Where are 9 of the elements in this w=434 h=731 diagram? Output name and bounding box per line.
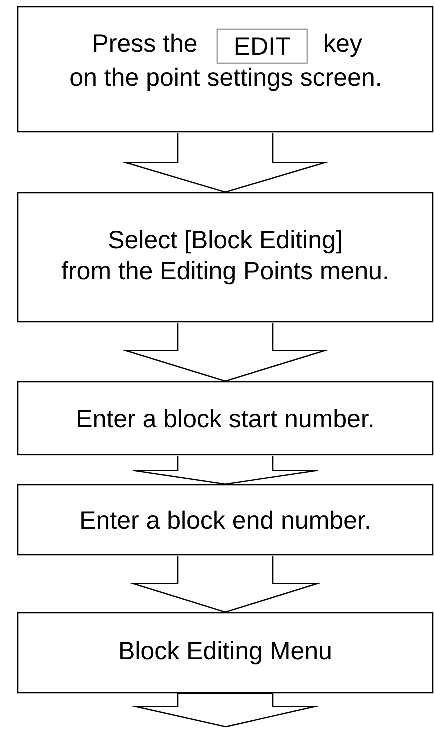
block-arrow — [128, 556, 322, 614]
block-arrow — [121, 322, 330, 382]
step-box: Select [Block Editing] from the Editing Points menu. — [17, 192, 434, 323]
block-arrow — [132, 456, 319, 486]
block-arrow — [121, 132, 330, 194]
step-box: Enter a block end number. — [17, 484, 434, 556]
step-box: Enter a block start number. — [17, 381, 434, 456]
step-box: Block Editing Menu — [17, 612, 434, 694]
key-box: EDIT — [216, 28, 308, 64]
